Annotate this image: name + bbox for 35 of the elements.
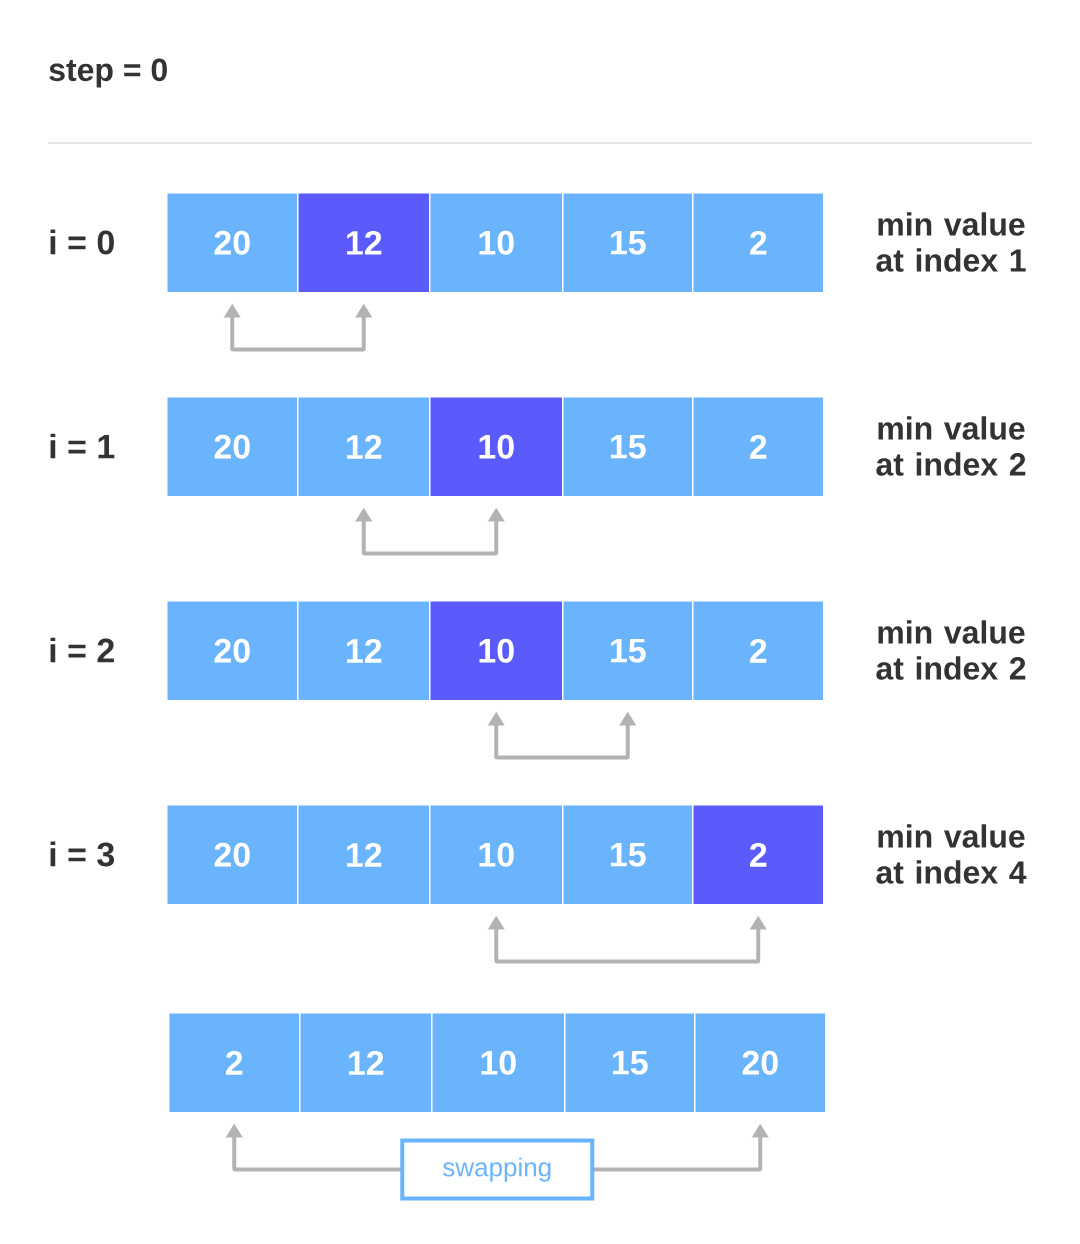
edge-label: swapping bbox=[400, 1138, 595, 1201]
array-cell: 10 bbox=[431, 1012, 566, 1114]
row-label: i = 1 bbox=[50, 433, 115, 459]
array-cell: 15 bbox=[562, 600, 694, 702]
array-cell: 2 bbox=[692, 600, 825, 702]
array-cell: 12 bbox=[299, 1012, 433, 1114]
array-cell: 15 bbox=[564, 1012, 696, 1114]
array-cell: 15 bbox=[562, 192, 694, 294]
array-cell: 12 bbox=[297, 804, 431, 906]
note: min value at index 4 bbox=[876, 824, 1027, 884]
note: min value at index 2 bbox=[876, 620, 1026, 680]
note: min value at index 2 bbox=[876, 416, 1026, 476]
array-cell: 10 bbox=[429, 804, 564, 906]
note: min value at index 1 bbox=[876, 212, 1026, 272]
array-cell: 12 bbox=[297, 192, 431, 294]
array-cell: 15 bbox=[562, 804, 694, 906]
array-cell: 10 bbox=[429, 192, 564, 294]
array-cell: 12 bbox=[297, 600, 431, 702]
array-cell: 2 bbox=[168, 1012, 301, 1114]
array-cell: 15 bbox=[562, 396, 694, 498]
array-cell: 10 bbox=[429, 396, 564, 498]
array-cell: 20 bbox=[694, 1012, 827, 1114]
array-cell: 20 bbox=[166, 396, 299, 498]
array-cell: 12 bbox=[297, 396, 431, 498]
array-cell: 2 bbox=[692, 396, 825, 498]
array-cell: 2 bbox=[692, 804, 825, 906]
heading: step = 0 bbox=[49, 58, 167, 88]
array-cell: 10 bbox=[429, 600, 564, 702]
row-label: i = 3 bbox=[50, 841, 115, 867]
row-label: i = 0 bbox=[50, 229, 114, 255]
array-cell: 20 bbox=[166, 804, 299, 906]
row-label: i = 2 bbox=[50, 637, 114, 663]
array-cell: 20 bbox=[166, 192, 299, 294]
array-cell: 20 bbox=[166, 600, 299, 702]
array-cell: 2 bbox=[692, 192, 825, 294]
